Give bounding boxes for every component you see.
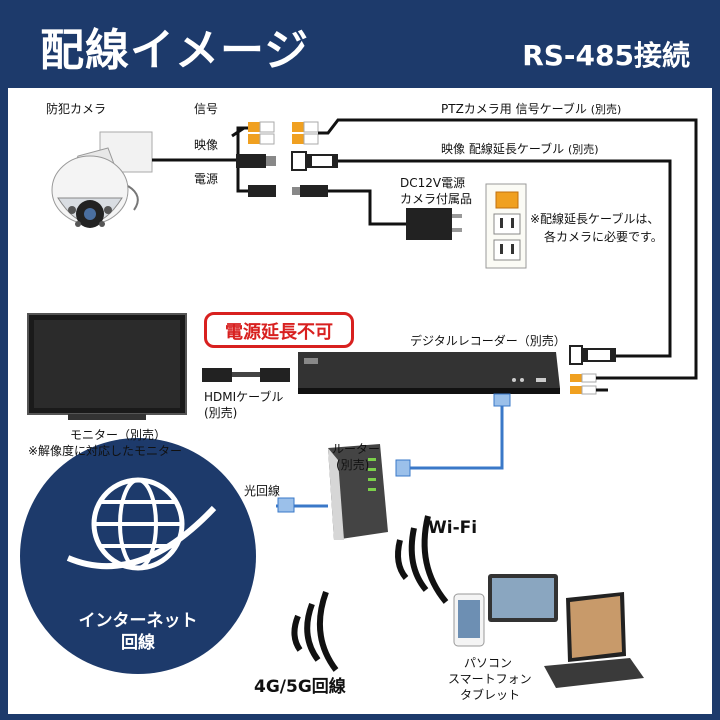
page-subtitle: RS-485接続: [522, 39, 690, 72]
monitor-label-2: ※解像度に対応したモニター: [28, 444, 183, 458]
monitor-icon: [27, 313, 187, 420]
hdmi-cable-icon: [202, 368, 290, 382]
laptop-icon: [544, 592, 644, 688]
no-power-extension-badge: 電源延長不可: [204, 312, 354, 348]
signal-connector-icon: [248, 121, 319, 145]
devices-label-1: パソコン: [464, 656, 513, 670]
diagram-panel: 防犯カメラ 信号 映像 電源 PTZカメラ用 信号ケーブル (別売) 映像 配線…: [8, 88, 712, 714]
devices-label-2: スマートフォン: [448, 672, 532, 686]
hdmi-label-2: (別売): [204, 406, 238, 420]
bnc-connector-icon: [236, 151, 338, 171]
wifi-icon: [395, 515, 449, 604]
camera-label: 防犯カメラ: [46, 102, 107, 116]
mobile-signal-icon: [291, 590, 339, 672]
ptz-cable-label: PTZカメラ用 信号ケーブル (別売): [441, 102, 622, 116]
recorder-bnc-connector-icon: [569, 345, 616, 365]
digital-recorder-icon: [298, 352, 560, 394]
mobile-label: 4G/5G回線: [254, 677, 346, 697]
wall-outlet-icon: [485, 183, 527, 269]
fiber-label: 光回線: [244, 484, 281, 498]
recorder-label: デジタルレコーダー（別売）: [410, 334, 566, 348]
signal-label: 信号: [194, 102, 219, 116]
router-label-1: ルーター: [332, 442, 381, 456]
hdmi-label-1: HDMIケーブル: [204, 390, 284, 404]
video-cable-label: 映像 配線延長ケーブル (別売): [441, 142, 599, 156]
recorder-signal-connector-icon: [570, 373, 608, 395]
ptz-camera-icon: [51, 131, 153, 228]
lan-connector-icons: [277, 393, 511, 513]
header-bar: 配線イメージ RS-485接続: [0, 0, 720, 88]
wifi-label: Wi-Fi: [428, 518, 478, 538]
lan-cables: [276, 406, 504, 508]
internet-globe-icon: [20, 438, 256, 674]
power-adapter-icon: [406, 208, 462, 240]
monitor-label-1: モニター（別売）: [70, 428, 167, 442]
page-title: 配線イメージ: [40, 25, 310, 76]
extension-note-1: ※配線延長ケーブルは、: [530, 212, 660, 226]
dc-power-connector-icon: [248, 185, 328, 197]
internet-label-1: インターネット: [78, 611, 198, 631]
video-label: 映像: [194, 138, 219, 152]
power-label: 電源: [194, 172, 219, 186]
router-label-2: (別売): [336, 458, 370, 472]
router-icon: [328, 444, 388, 540]
smartphone-icon: [453, 593, 485, 647]
wiring-diagram: [20, 118, 698, 688]
adapter-label-2: カメラ付属品: [400, 192, 473, 206]
adapter-label-1: DC12V電源: [400, 176, 466, 190]
internet-label-2: 回線: [121, 633, 155, 653]
extension-cables: [318, 118, 698, 380]
tablet-icon: [488, 574, 558, 622]
extension-note-2: 各カメラに必要です。: [544, 230, 663, 244]
devices-label-3: タブレット: [460, 688, 521, 702]
